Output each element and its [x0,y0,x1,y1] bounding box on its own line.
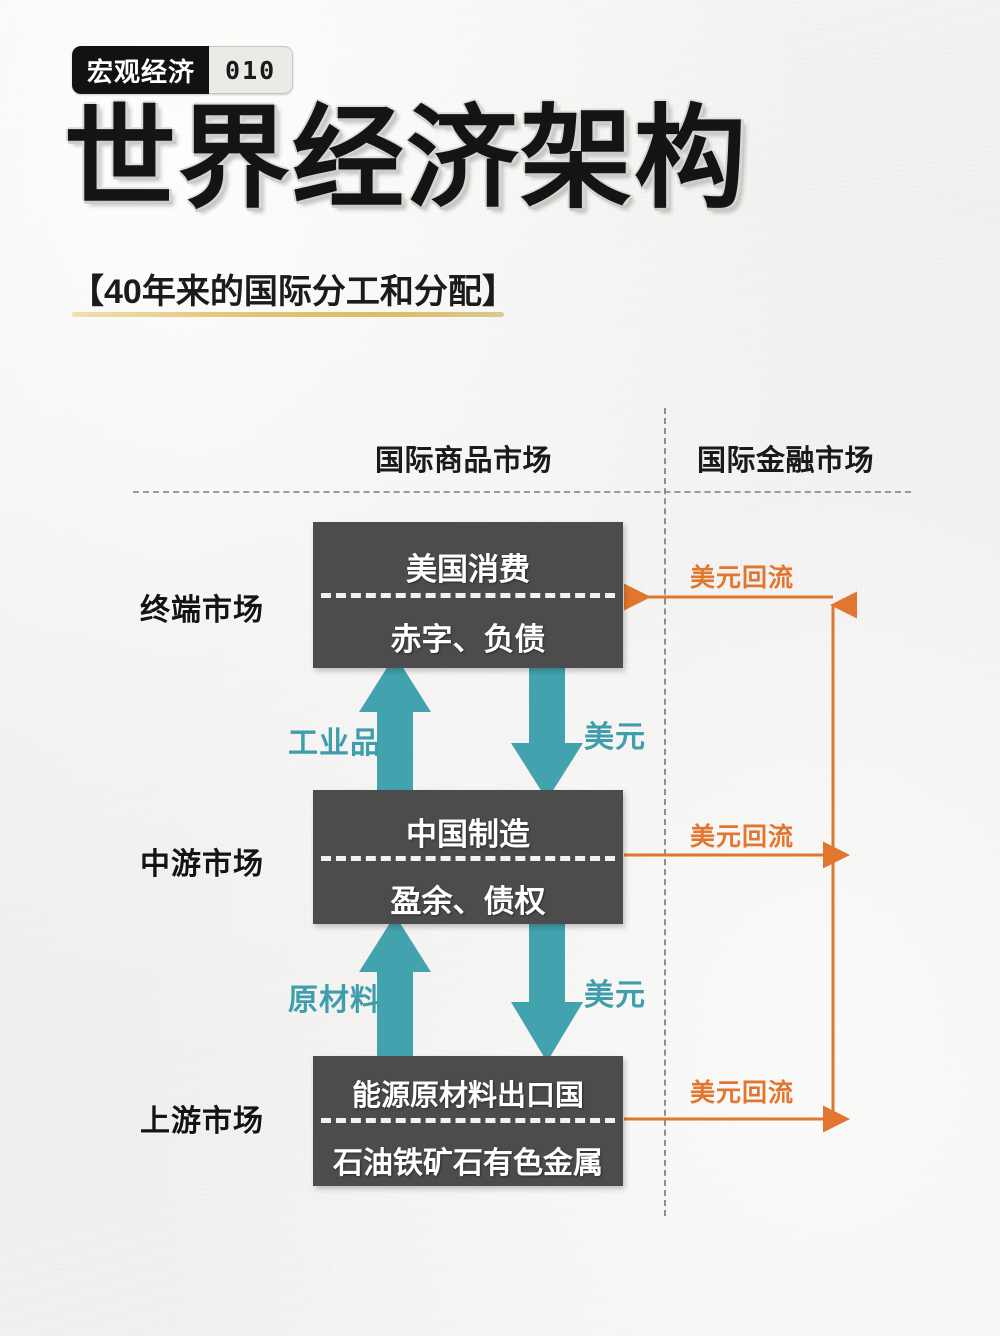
issue-number-label: 010 [225,55,277,85]
node-box-resource-exporters: 能源原材料出口国 石油铁矿石有色金属 [313,1056,623,1186]
row-label-midstream-market: 中游市场 [140,848,264,881]
node-export-upper-label: 能源原材料出口国 [351,1080,584,1112]
flow-label-reflux-upstream: 美元回流 [690,1079,795,1107]
flow-label-industrial-goods: 工业品 [288,727,381,760]
header-divider-line [133,491,911,493]
category-badge-label: 宏观经济 [72,46,210,94]
flow-label-reflux-terminal: 美元回流 [690,564,795,592]
node-china-divider [321,856,615,861]
arrow-usd-down-to-china [511,655,583,800]
arrow-industrial-goods-up [359,655,431,800]
category-badge: 宏观经济 010 [72,46,294,94]
column-header-goods-market: 国际商品市场 [375,445,553,477]
arrow-raw-materials-up [359,915,431,1062]
node-export-divider [321,1118,615,1123]
node-usa-lower-label: 赤字、负债 [390,622,546,657]
row-label-terminal-market: 终端市场 [140,594,264,627]
vertical-divider-line [664,408,666,1216]
node-china-upper-label: 中国制造 [406,817,530,852]
subtitle-underline [72,312,504,317]
page-subtitle: 【40年来的国际分工和分配】 [70,273,516,311]
row-label-upstream-market: 上游市场 [140,1105,264,1138]
node-usa-upper-label: 美国消费 [406,552,530,587]
node-box-china: 中国制造 盈余、债权 [313,790,623,924]
page-title: 世界经济架构 [64,96,748,221]
node-box-usa: 美国消费 赤字、负债 [313,522,623,668]
node-export-lower-label: 石油铁矿石有色金属 [333,1147,603,1180]
flow-label-usd-to-export: 美元 [584,979,646,1012]
node-usa-divider [321,593,615,598]
arrow-usd-down-to-export [511,915,583,1062]
flow-label-usd-to-china: 美元 [584,721,646,754]
column-header-finance-market: 国际金融市场 [697,445,875,477]
node-china-lower-label: 盈余、债权 [390,884,546,919]
flow-label-raw-materials: 原材料 [288,984,381,1017]
flow-label-reflux-midstream: 美元回流 [690,823,795,851]
issue-number-box: 010 [209,46,294,94]
